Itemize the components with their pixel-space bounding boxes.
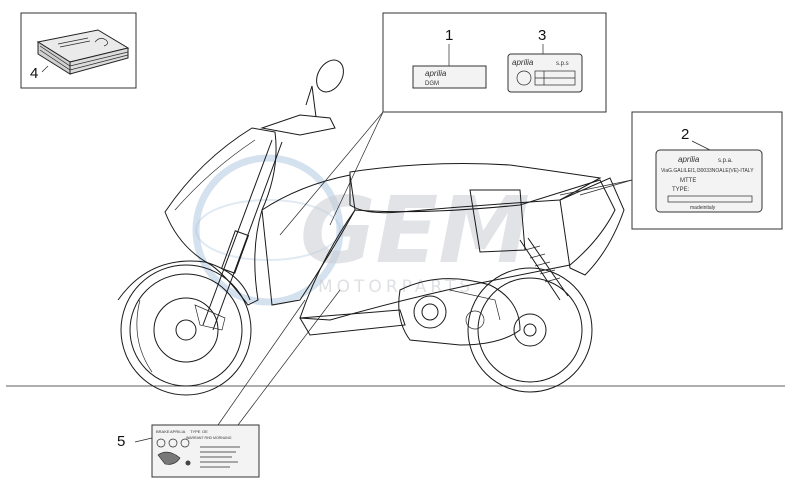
callout-1: 1 [445,27,453,44]
watermark-subtext: MOTORPARTS [318,277,474,297]
label-5-col3: TYPE [190,429,201,434]
label-5-decal: BRAKE APRILIA TYPE OE WARRANT RHD MORNUN… [117,424,260,478]
watermark-logo: GEM MOTORPARTS [192,154,530,306]
fuel-tank [469,189,526,253]
leader-lines [41,44,711,443]
callout-4: 4 [30,65,38,82]
label-2-decal: aprilia s.p.a. ViaG.GALILEI1,I30033NOALE… [655,149,763,213]
label-5-col4: OE [202,429,208,434]
front-wheel [117,260,252,396]
label-3-brand: aprilia [512,58,534,67]
label-5-col2: APRILIA [170,429,186,434]
callout-5: 5 [117,433,125,450]
label-2-made-in: madeinitaly [690,205,716,211]
label-2-suffix: s.p.a. [718,158,733,164]
body-panel [299,179,616,321]
seat [349,163,602,214]
label-3-suffix: s.p.s [556,61,569,67]
front-fairing [164,127,277,306]
callout-2: 2 [681,126,689,143]
scooter-drawing [117,59,625,396]
front-fork [202,139,283,331]
front-brake-caliper [194,304,226,331]
handlebar [260,59,344,136]
item-4-box: 4 [20,12,137,89]
label-1-brand: aprilia [425,69,447,78]
label-5-row2: WARRANT RHD MORNUNG [186,436,232,440]
label-1-decal: aprilia DGM [412,65,487,89]
rear-shock [519,237,569,301]
label-3-decal: aprilia s.p.s [507,53,583,93]
label-5-col1: BRAKE [156,429,170,434]
callout-3: 3 [538,27,546,44]
watermark-globe-icon [192,154,344,306]
label-2-address: ViaG.GALILEI1,I30033NOALE(VE)-ITALY [661,168,754,174]
label-2-type: TYPE: [672,187,690,193]
owners-manual-icon [36,29,130,75]
label-2-mtte: MTTE [680,178,696,184]
floorboard [299,309,406,336]
label-group-box: aprilia DGM aprilia s.p.s 1 3 [382,12,607,113]
label-2-brand: aprilia [678,155,700,164]
label-2-box: 2 aprilia s.p.a. ViaG.GALILEI1,I30033NOA… [631,111,783,230]
label-1-model: DGM [425,81,439,87]
rear-wheel [467,267,593,393]
watermark-text: GEM [300,177,530,284]
engine [398,278,521,346]
rear-fender [559,177,625,276]
